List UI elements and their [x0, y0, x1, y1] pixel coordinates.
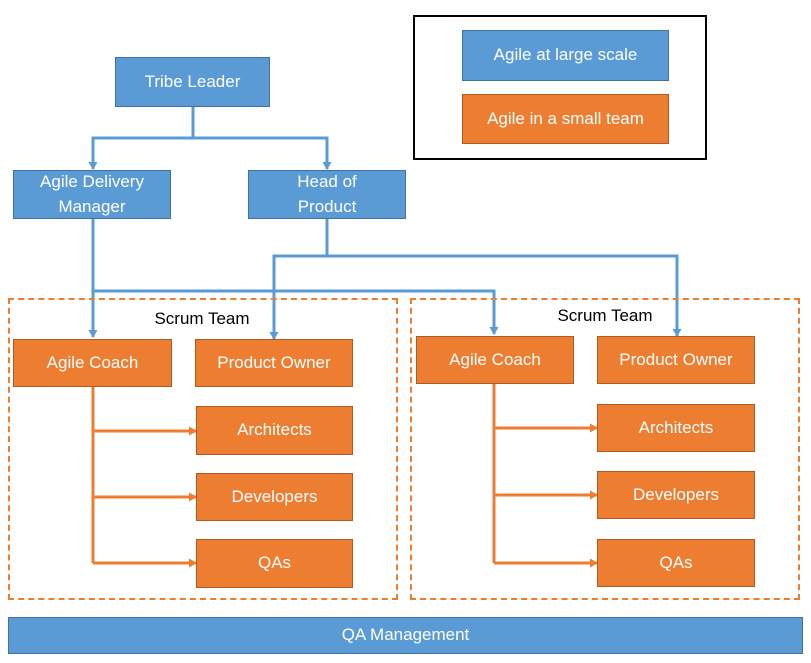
scrum-team-1: [8, 298, 398, 600]
agile-coach-box-1: Agile Coach: [13, 339, 172, 387]
tribe-leader-to-agile-delivery-manager-connector: [88, 107, 195, 170]
legend: Agile at large scale Agile in a small te…: [413, 15, 707, 160]
adm-to-agile-coach-2-connector: [93, 289, 499, 335]
head-of-product-box: Head of Product: [248, 170, 406, 219]
product-owner-box-1: Product Owner: [195, 339, 353, 387]
scrum-team-2-label: Scrum Team: [557, 306, 653, 325]
legend-large-scale: Agile at large scale: [462, 30, 669, 81]
scrum-team-1-label: Scrum Team: [154, 309, 250, 328]
developers-box-2: Developers: [597, 471, 755, 519]
tribe-leader-box: Tribe Leader: [115, 57, 270, 107]
hop-to-product-owner-1-connector: [269, 219, 329, 340]
developers-box-1: Developers: [196, 473, 353, 521]
scrum-team-2: [410, 298, 800, 600]
qas-box-1: QAs: [196, 539, 353, 588]
legend-small-team: Agile in a small team: [462, 94, 669, 144]
architects-box-1: Architects: [196, 406, 353, 455]
qa-management-bar: QA Management: [8, 617, 803, 654]
product-owner-box-2: Product Owner: [597, 336, 755, 384]
architects-box-2: Architects: [597, 404, 755, 452]
agile-coach-box-2: Agile Coach: [416, 336, 574, 384]
hop-to-product-owner-2-connector: [327, 254, 682, 337]
qas-box-2: QAs: [597, 539, 755, 587]
tribe-leader-to-head-of-product-connector: [193, 136, 332, 170]
agile-delivery-manager-box: Agile Delivery Manager: [13, 170, 171, 219]
